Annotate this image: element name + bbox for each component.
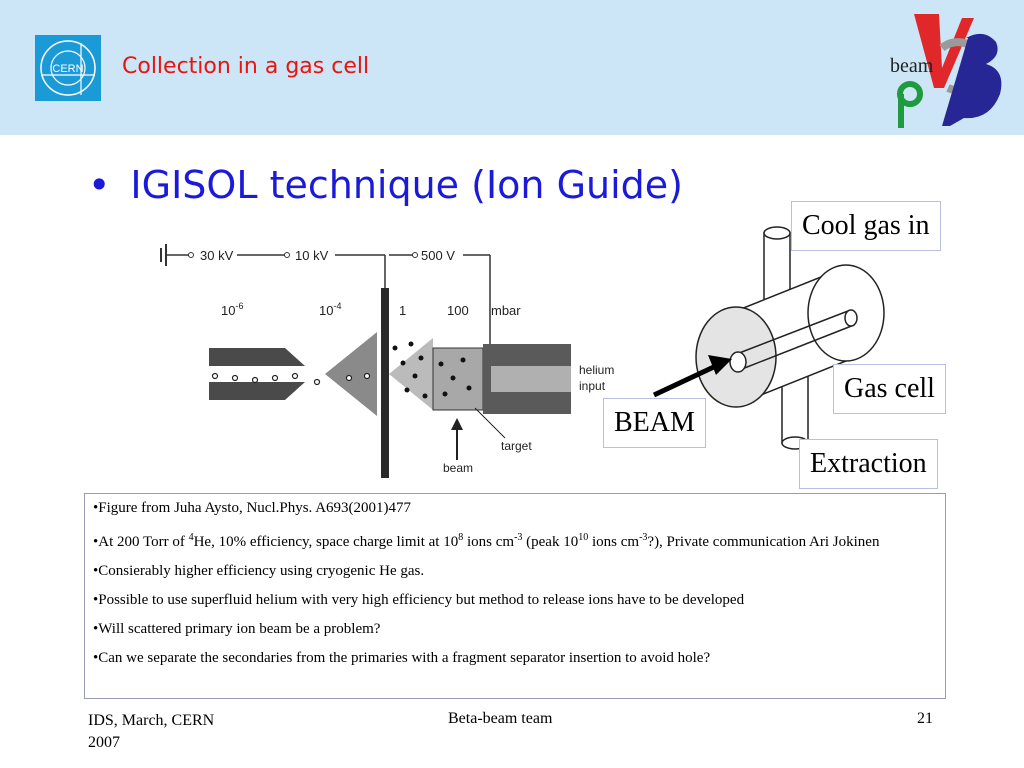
pressure-100: 100	[447, 303, 469, 318]
pressure-1: 1	[399, 303, 406, 318]
footer-year: 2007	[88, 734, 120, 751]
beta-beam-logo: beam	[890, 14, 1002, 128]
svg-text:10-6: 10-6	[221, 301, 243, 318]
extraction-label: Extraction	[799, 439, 938, 489]
igisol-diagram: 30 kV 10 kV 500 V 10-6 10-4 1 100 mbar h…	[160, 244, 614, 478]
note-cryogenic: •Consierably higher efficiency using cry…	[93, 563, 425, 579]
pressure-unit: mbar	[491, 303, 521, 318]
note-fragment-separator: •Can we separate the secondaries from th…	[93, 650, 711, 666]
voltage-30kv: 30 kV	[200, 248, 234, 263]
note-efficiency: •At 200 Torr of 4He, 10% efficiency, spa…	[93, 532, 880, 550]
note-figure-source: •Figure from Juha Aysto, Nucl.Phys. A693…	[93, 500, 412, 516]
beam-logo-text: beam	[890, 55, 934, 77]
footer-center: Beta-beam team	[448, 710, 553, 727]
pressure-base-1: 10	[221, 303, 235, 318]
pressure-exp-2: -4	[333, 301, 341, 311]
notes-box: •Figure from Juha Aysto, Nucl.Phys. A693…	[84, 493, 946, 699]
gas-cell-label: Gas cell	[833, 364, 946, 414]
footer-left: IDS, March, CERN 2007	[88, 710, 214, 754]
beam-arrow-label: beam	[443, 461, 473, 475]
target-label: target	[501, 439, 532, 453]
pressure-exp-1: -6	[235, 301, 243, 311]
note-superfluid: •Possible to use superfluid helium with …	[93, 592, 745, 608]
slide-title: Collection in a gas cell	[122, 54, 370, 79]
bullet-text: IGISOL technique (Ion Guide)	[130, 163, 683, 207]
helium-label: helium	[579, 363, 614, 377]
page-number: 21	[917, 710, 933, 727]
cern-logo: CERN	[35, 35, 101, 101]
cool-gas-in-label: Cool gas in	[791, 201, 941, 251]
voltage-500v: 500 V	[421, 248, 455, 263]
gas-cell-diagram	[652, 226, 885, 450]
beam-label: BEAM	[603, 398, 706, 448]
header-band: CERN Collection in a gas cell beam	[0, 0, 1024, 135]
note-scattered-beam: •Will scattered primary ion beam be a pr…	[93, 621, 381, 637]
cern-logo-text: CERN	[52, 63, 83, 75]
bullet-marker: •	[88, 163, 111, 207]
voltage-10kv: 10 kV	[295, 248, 329, 263]
main-bullet: • IGISOL technique (Ion Guide)	[88, 163, 683, 207]
pressure-base-2: 10	[319, 303, 333, 318]
footer-event: IDS, March, CERN	[88, 712, 215, 729]
input-label: input	[579, 379, 606, 393]
svg-text:10-4: 10-4	[319, 301, 341, 318]
